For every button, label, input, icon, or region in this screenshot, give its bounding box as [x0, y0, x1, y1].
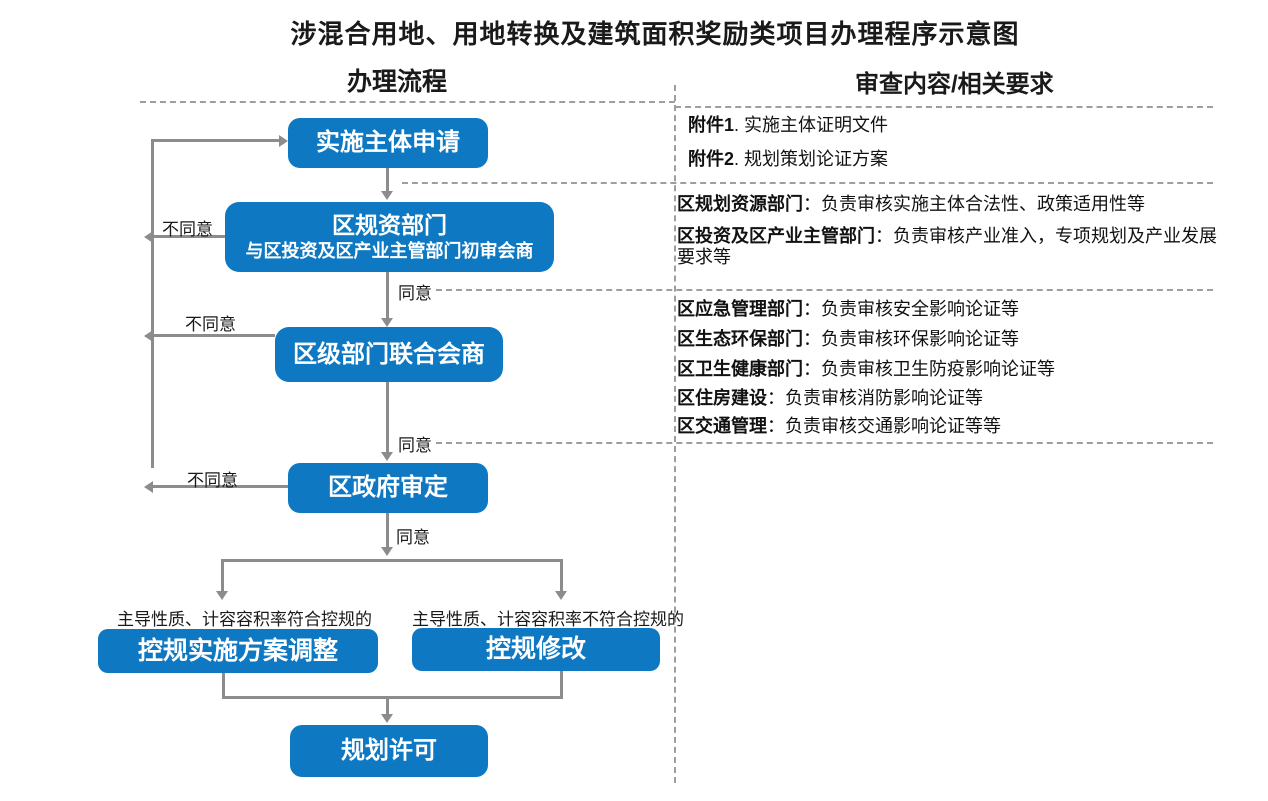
review-row: 区住房建设：负责审核消防影响论证等 [677, 388, 1217, 409]
arrow-merge-to-permit [386, 696, 389, 714]
review-row: 区应急管理部门：负责审核安全影响论证等 [677, 299, 1217, 320]
branch-left-line [221, 559, 224, 591]
review-sep: ： [767, 416, 785, 436]
review-desc: 负责审核实施主体合法性、政策适用性等 [821, 194, 1145, 214]
attachment-sep: . [734, 115, 745, 135]
review-desc: 负责审核安全影响论证等 [821, 299, 1019, 319]
feedback-arrowhead-icon [279, 135, 288, 147]
merge-right-line [560, 671, 563, 698]
review-desc: 负责审核环保影响论证等 [821, 329, 1019, 349]
flow-box-planning-dept-line1: 区规资部门 [332, 212, 447, 239]
flow-box-gov-approval: 区政府审定 [288, 463, 488, 513]
flow-box-plan-modify-label: 控规修改 [485, 635, 586, 664]
dashed-divider-section1 [402, 182, 1213, 184]
disagree-line-3 [153, 485, 288, 488]
dashed-divider-top-left [140, 101, 675, 103]
branch-right-line [560, 559, 563, 591]
arrowhead-apply-to-planning-icon [381, 191, 393, 200]
feedback-top-line [151, 139, 279, 142]
flow-box-plan-adjust: 控规实施方案调整 [98, 629, 378, 673]
flow-box-permit-label: 规划许可 [341, 737, 437, 765]
arrow-apply-to-planning [386, 168, 389, 191]
flow-box-apply: 实施主体申请 [288, 118, 488, 168]
flow-box-joint-meeting: 区级部门联合会商 [275, 327, 503, 382]
arrowhead-gov-to-split-icon [381, 547, 393, 556]
flow-box-planning-dept: 区规资部门 与区投资及区产业主管部门初审会商 [225, 202, 554, 272]
attachment-label: 附件2 [688, 149, 735, 169]
review-desc: 负责审核卫生防疫影响论证等 [821, 359, 1055, 379]
review-dept-label: 区应急管理部门 [677, 299, 803, 319]
review-dept-label: 区规划资源部门 [677, 194, 803, 214]
attachment-sep: . [734, 149, 745, 169]
branch-split-line [221, 559, 563, 562]
disagree-arrowhead-1-icon [144, 231, 153, 243]
arrowhead-joint-to-gov-icon [381, 452, 393, 461]
flow-box-plan-adjust-label: 控规实施方案调整 [137, 636, 338, 665]
review-sep: ： [803, 194, 821, 214]
feedback-return-line [151, 139, 154, 468]
review-sep: ： [767, 388, 785, 408]
agree-label-1: 同意 [398, 284, 432, 303]
branch-left-condition-label: 主导性质、计容容积率符合控规的 [117, 610, 372, 629]
merge-left-line [222, 673, 225, 698]
dashed-divider-top-right [675, 106, 1213, 108]
arrow-gov-to-split [386, 513, 389, 547]
dashed-divider-section3 [436, 442, 1213, 444]
review-sep: ： [803, 329, 821, 349]
flow-box-plan-modify: 控规修改 [412, 628, 660, 671]
review-row: 区卫生健康部门：负责审核卫生防疫影响论证等 [677, 359, 1217, 380]
disagree-arrowhead-2-icon [144, 330, 153, 342]
review-dept-label: 区住房建设 [677, 388, 767, 408]
merge-line [222, 696, 563, 699]
flow-box-planning-dept-line2: 与区投资及区产业主管部门初审会商 [245, 240, 534, 261]
attachment-label: 附件1 [688, 115, 735, 135]
flow-box-permit: 规划许可 [290, 725, 488, 777]
disagree-label-1: 不同意 [162, 220, 213, 239]
review-sep: ： [803, 299, 821, 319]
attachment-desc: 实施主体证明文件 [744, 115, 889, 135]
flow-box-joint-meeting-label: 区级部门联合会商 [293, 340, 485, 368]
arrowhead-merge-to-permit-icon [381, 714, 393, 723]
review-row: 区生态环保部门：负责审核环保影响论证等 [677, 329, 1217, 350]
agree-label-3: 同意 [396, 528, 430, 547]
branch-right-arrowhead-icon [555, 591, 567, 600]
flow-box-gov-approval-label: 区政府审定 [328, 474, 448, 502]
review-desc: 负责审核产业准入，专项规划及产业发展要求等 [677, 226, 1217, 268]
branch-left-arrowhead-icon [216, 591, 228, 600]
disagree-label-3: 不同意 [187, 471, 238, 490]
right-column-header: 审查内容/相关要求 [855, 71, 1054, 98]
review-dept-label: 区卫生健康部门 [677, 359, 803, 379]
review-row: 区投资及区产业主管部门：负责审核产业准入，专项规划及产业发展要求等 [677, 226, 1217, 268]
disagree-arrowhead-3-icon [144, 481, 153, 493]
review-dept-label: 区交通管理 [677, 416, 767, 436]
attachment-desc: 规划策划论证方案 [744, 149, 889, 169]
attachment-row: 附件1. 实施主体证明文件 [688, 115, 888, 136]
disagree-line-2 [153, 334, 275, 337]
review-row: 区交通管理：负责审核交通影响论证等等 [677, 416, 1217, 437]
agree-label-2: 同意 [398, 436, 432, 455]
review-dept-label: 区生态环保部门 [677, 329, 803, 349]
review-sep: ： [803, 359, 821, 379]
disagree-line-1 [153, 235, 225, 238]
review-desc: 负责审核交通影响论证等等 [785, 416, 1001, 436]
arrow-joint-to-gov [386, 382, 389, 452]
arrow-planning-to-joint [386, 272, 389, 318]
disagree-label-2: 不同意 [185, 315, 236, 334]
page-title: 涉混合用地、用地转换及建筑面积奖励类项目办理程序示意图 [290, 19, 1020, 49]
review-row: 区规划资源部门：负责审核实施主体合法性、政策适用性等 [677, 194, 1217, 215]
review-desc: 负责审核消防影响论证等 [785, 388, 983, 408]
dashed-divider-vertical [674, 85, 676, 783]
flow-box-apply-label: 实施主体申请 [316, 129, 460, 157]
arrowhead-planning-to-joint-icon [381, 318, 393, 327]
branch-right-condition-label: 主导性质、计容容积率不符合控规的 [412, 610, 684, 629]
review-sep: ： [875, 226, 893, 246]
attachment-row: 附件2. 规划策划论证方案 [688, 149, 888, 170]
left-column-header: 办理流程 [347, 68, 448, 96]
review-dept-label: 区投资及区产业主管部门 [677, 226, 875, 246]
dashed-divider-section2 [436, 289, 1213, 291]
